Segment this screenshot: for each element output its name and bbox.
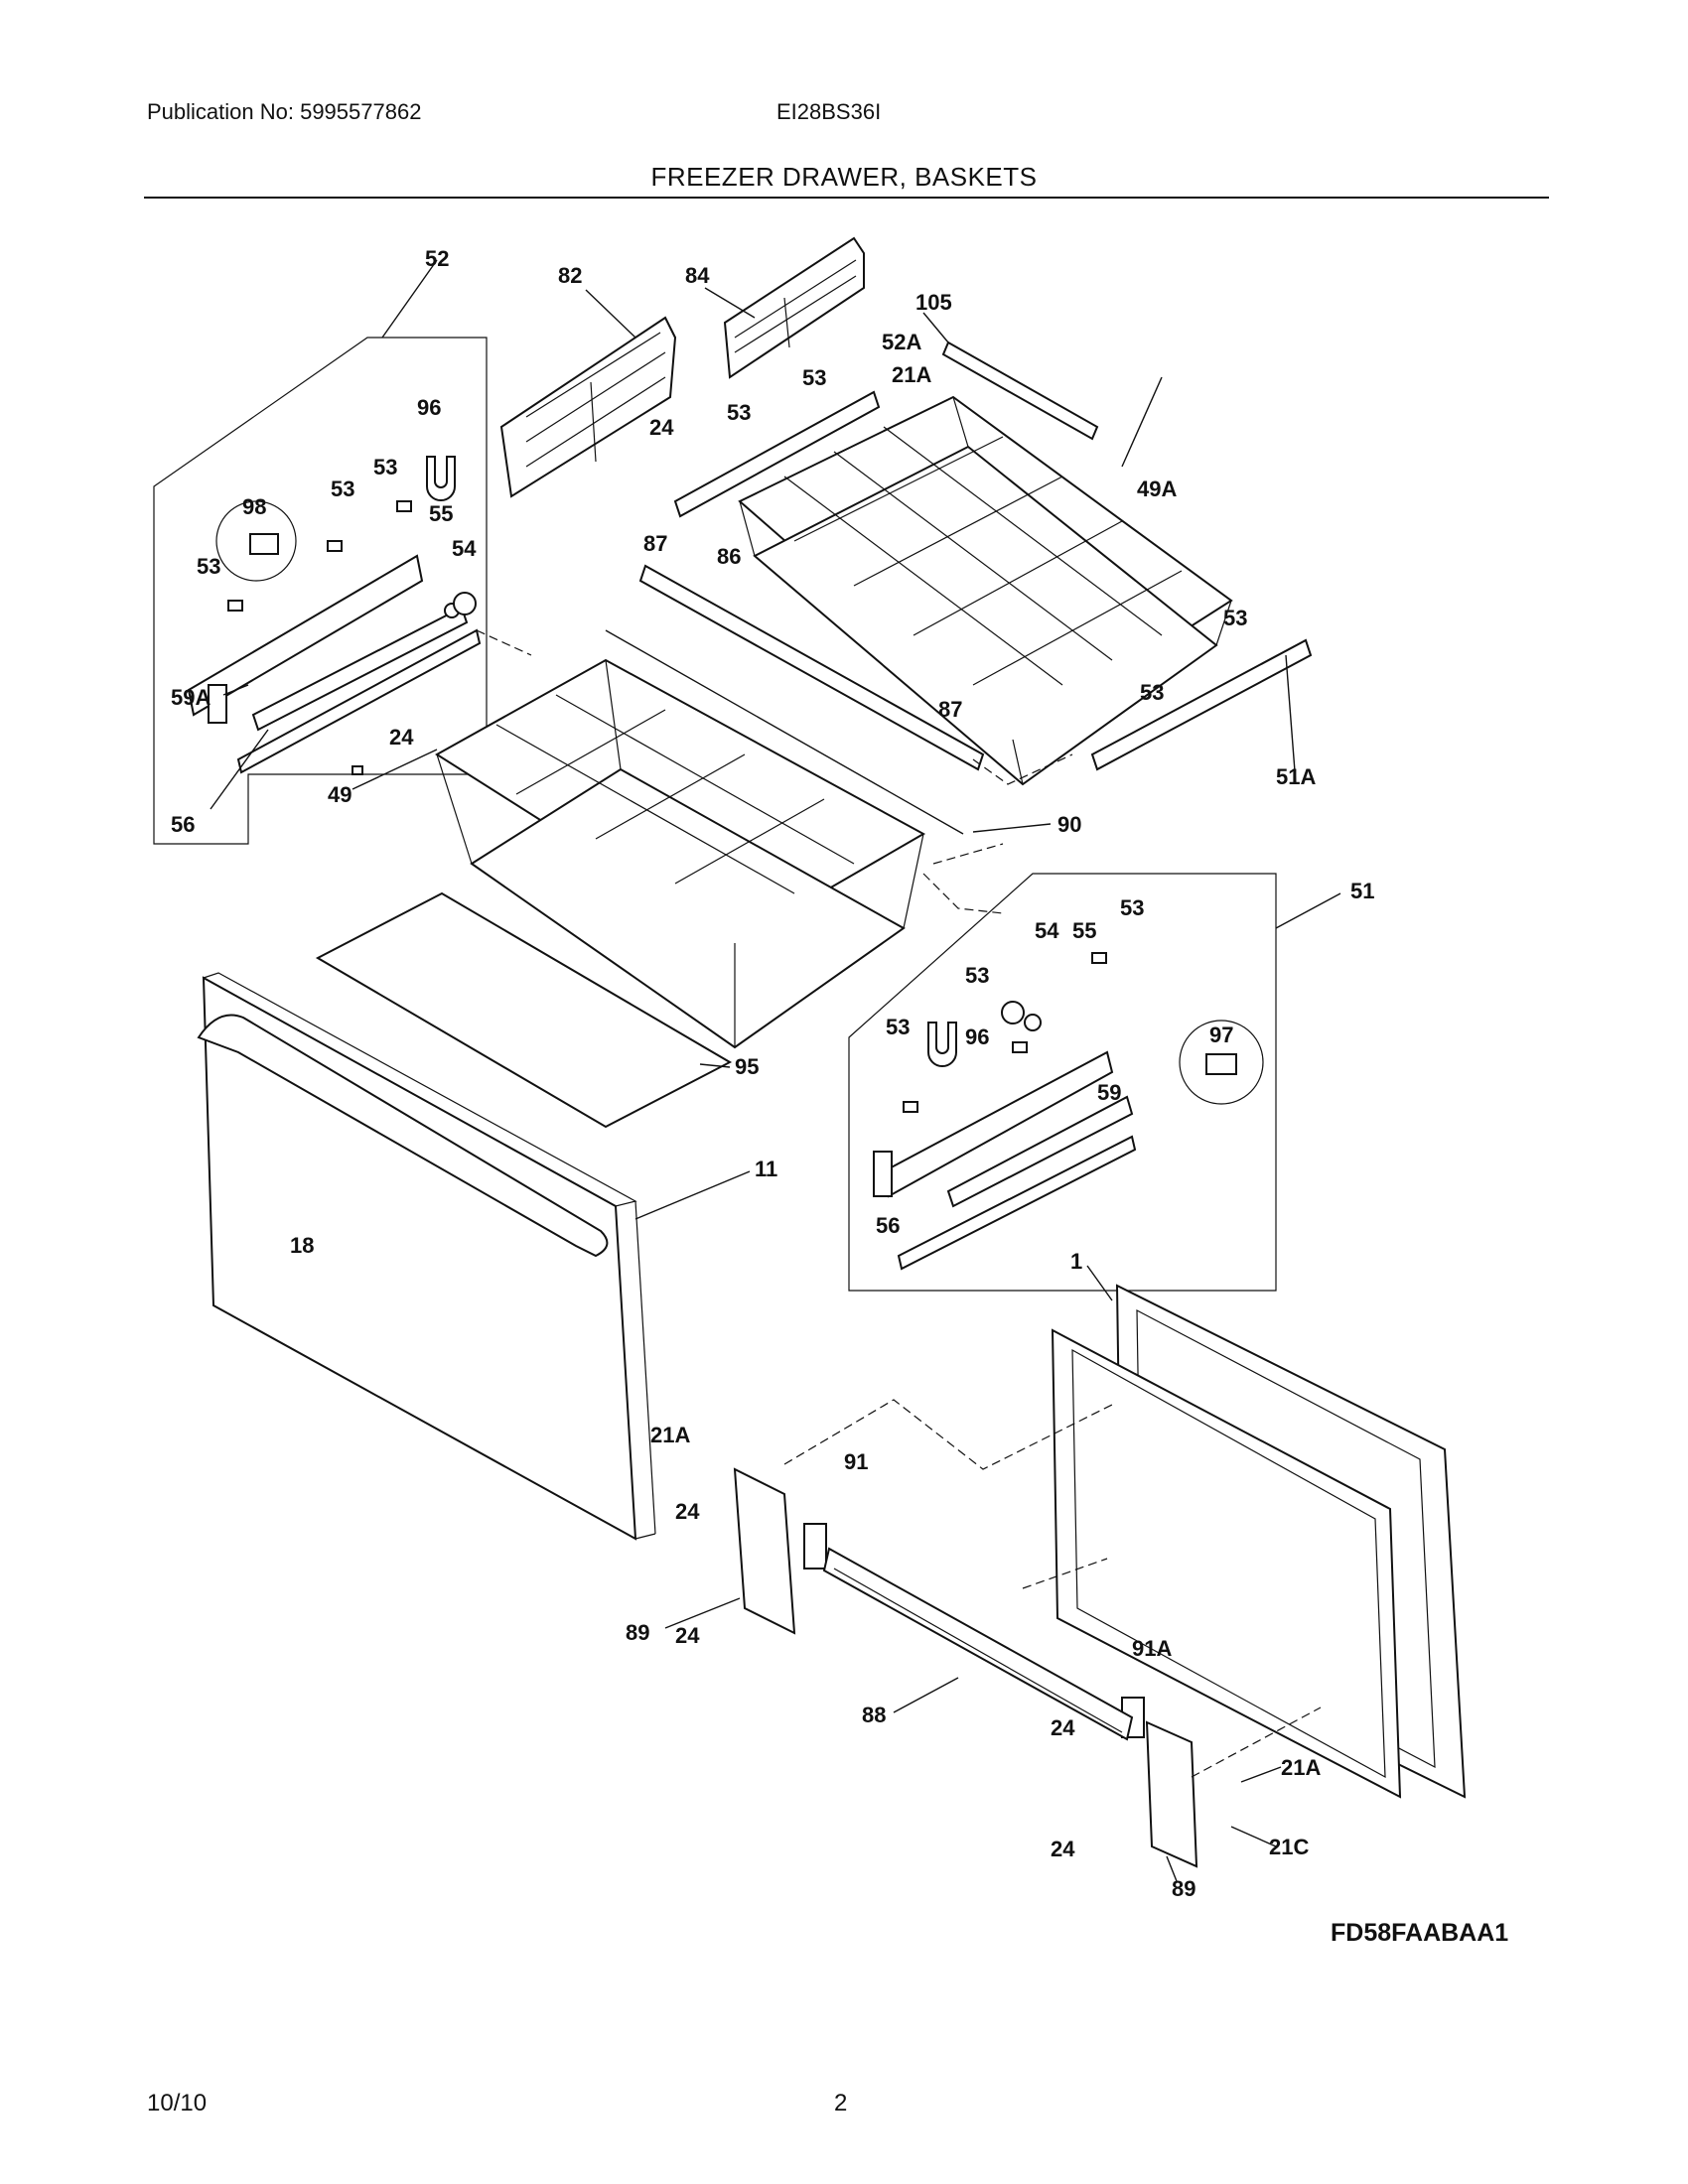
page-title: FREEZER DRAWER, BASKETS xyxy=(650,162,1038,192)
callout-24-mid: 24 xyxy=(675,1499,700,1524)
callout-97: 97 xyxy=(1209,1023,1233,1047)
callout-53-inset-b: 53 xyxy=(965,963,989,988)
callout-55-right: 55 xyxy=(1072,918,1096,943)
drawer-handle-18 xyxy=(197,1014,609,1258)
callout-89-left: 89 xyxy=(626,1620,649,1645)
page-number: 2 xyxy=(834,2090,848,2116)
callout-91A: 91A xyxy=(1132,1636,1172,1661)
callout-53-inset-c: 53 xyxy=(886,1015,910,1039)
callout-21A-top: 21A xyxy=(892,362,931,387)
callout-86: 86 xyxy=(717,544,741,569)
callout-52: 52 xyxy=(425,246,449,271)
basket-support-88 xyxy=(822,1547,1134,1741)
callout-90: 90 xyxy=(1057,812,1081,837)
publication-number: Publication No: 5995577862 xyxy=(147,99,422,124)
part-91 xyxy=(803,1523,827,1570)
right-inset-frame xyxy=(848,873,1277,1292)
inner-door-frame xyxy=(1051,1284,1467,1799)
lower-basket-49 xyxy=(435,658,926,1049)
callout-84: 84 xyxy=(685,263,710,288)
bracket-89-right xyxy=(1145,1720,1198,1868)
callout-82: 82 xyxy=(558,263,582,288)
callout-96-left: 96 xyxy=(417,395,441,420)
callout-24-top: 24 xyxy=(649,415,674,440)
publication-date: 10/10 xyxy=(147,2090,208,2116)
callout-52A: 52A xyxy=(882,330,921,354)
callout-21C: 21C xyxy=(1269,1835,1309,1859)
callout-56-right: 56 xyxy=(876,1213,900,1238)
callout-51A: 51A xyxy=(1276,764,1316,789)
callout-56-left: 56 xyxy=(171,812,195,837)
slide-51A xyxy=(1090,638,1313,771)
callout-49: 49 xyxy=(328,782,352,807)
callout-53-left-c: 53 xyxy=(197,554,220,579)
callout-87-bottom: 87 xyxy=(938,697,962,722)
callout-53-upper: 53 xyxy=(727,400,751,425)
callout-53-inset-a: 53 xyxy=(1120,895,1144,920)
callout-24-left: 24 xyxy=(389,725,414,750)
callout-89-right: 89 xyxy=(1172,1876,1196,1901)
callout-11: 11 xyxy=(755,1157,777,1181)
drawer-front-11 xyxy=(197,972,656,1541)
callout-59: 59 xyxy=(1097,1080,1121,1105)
callout-1: 1 xyxy=(1070,1249,1082,1274)
model-number: EI28BS36I xyxy=(776,99,882,124)
callout-54-right: 54 xyxy=(1035,918,1059,943)
rod-90 xyxy=(605,629,964,835)
callout-53-top: 53 xyxy=(802,365,826,390)
callout-53-right-b: 53 xyxy=(1140,680,1164,705)
callout-24-lower: 24 xyxy=(675,1623,700,1648)
callout-88: 88 xyxy=(862,1703,886,1727)
callout-53-right-a: 53 xyxy=(1223,606,1247,630)
callout-54-left: 54 xyxy=(452,536,477,561)
panel-95 xyxy=(315,891,733,1129)
callout-96-right: 96 xyxy=(965,1024,989,1049)
diagram-code: FD58FAABAA1 xyxy=(1331,1919,1508,1947)
callout-21A-right: 21A xyxy=(1281,1755,1321,1780)
callout-49A: 49A xyxy=(1137,477,1177,501)
callout-59A: 59A xyxy=(171,685,211,710)
detail-97-circle xyxy=(1179,1020,1264,1105)
bracket-52A xyxy=(673,390,881,518)
bar-105 xyxy=(941,341,1099,441)
rail-86 xyxy=(638,564,985,771)
callout-24-bottom: 24 xyxy=(1051,1837,1075,1861)
callout-55-left: 55 xyxy=(429,501,453,526)
right-glide-clip xyxy=(927,1022,957,1067)
callout-98: 98 xyxy=(242,494,266,519)
right-drawer-slide xyxy=(873,952,1264,1271)
title-divider xyxy=(144,197,1549,199)
callout-21A-left: 21A xyxy=(650,1423,690,1447)
callout-53-left-b: 53 xyxy=(331,477,354,501)
divider-82 xyxy=(499,316,677,498)
bracket-89-left xyxy=(733,1467,796,1635)
callout-95: 95 xyxy=(735,1054,759,1079)
left-inset-frame xyxy=(153,337,488,845)
callout-51: 51 xyxy=(1350,879,1374,903)
left-drawer-slide xyxy=(187,456,482,775)
callout-24-right: 24 xyxy=(1051,1715,1075,1740)
callout-87-top: 87 xyxy=(643,531,667,556)
callout-53-left-a: 53 xyxy=(373,455,397,479)
detail-98-circle xyxy=(215,500,297,582)
gasket-1 xyxy=(1051,1328,1402,1799)
callout-105: 105 xyxy=(915,290,952,315)
callout-18: 18 xyxy=(290,1233,314,1258)
callout-91: 91 xyxy=(844,1449,868,1474)
left-glide-clip xyxy=(426,456,456,501)
upper-basket-49A xyxy=(738,395,1233,786)
divider-84 xyxy=(723,236,865,379)
